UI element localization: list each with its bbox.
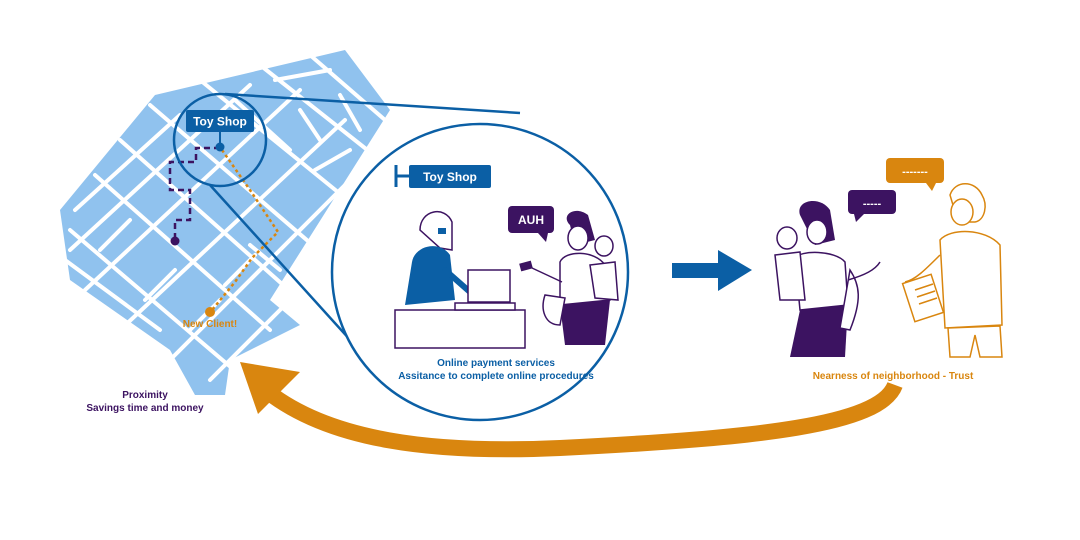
neighborhood-map: Toy Shop New Client!: [60, 50, 390, 395]
map-shop-tag: [186, 110, 254, 132]
shop-counter: [394, 269, 526, 349]
map-shop-tag-label: Toy Shop: [193, 115, 247, 129]
cashier-figure: [405, 211, 473, 305]
neighbor-speech-bubble-right: -------: [886, 158, 944, 191]
mother-with-child-figure: [774, 200, 881, 357]
neighbor-speech-bubble-left: -----: [848, 190, 896, 222]
customer-speech-text: AUH: [518, 213, 544, 227]
right-arrow-icon: [672, 250, 752, 291]
zoom-caption-line1: Online payment services: [437, 358, 555, 369]
map-pin-icon: [215, 142, 225, 152]
neighbors-scene: ----- -------: [774, 158, 1003, 382]
map-caption-line2: Savings time and money: [86, 403, 204, 414]
customer-speech-bubble: AUH: [508, 206, 554, 242]
route-existing-client: [168, 146, 220, 240]
customer-with-child-figure: [519, 210, 619, 345]
neighbors-caption: Nearness of neighborhood - Trust: [813, 371, 974, 382]
zoom-caption-line2: Assitance to complete online procedures: [398, 371, 594, 382]
shop-sign: Toy Shop: [394, 165, 491, 188]
neighbor-speech-text-left: -----: [863, 198, 882, 210]
map-zoom-circle: [172, 92, 268, 188]
map-caption-line1: Proximity: [122, 390, 168, 401]
curved-return-arrow-icon: [240, 362, 903, 458]
new-client-label: New Client!: [183, 319, 237, 330]
new-client-dot: [205, 307, 215, 317]
shop-sign-label: Toy Shop: [423, 170, 477, 184]
client-dot: [170, 236, 180, 246]
shop-zoom-view: Toy Shop AUH: [330, 122, 630, 422]
neighbor-man-figure: [901, 183, 1003, 358]
neighbor-speech-text-right: -------: [902, 166, 928, 178]
